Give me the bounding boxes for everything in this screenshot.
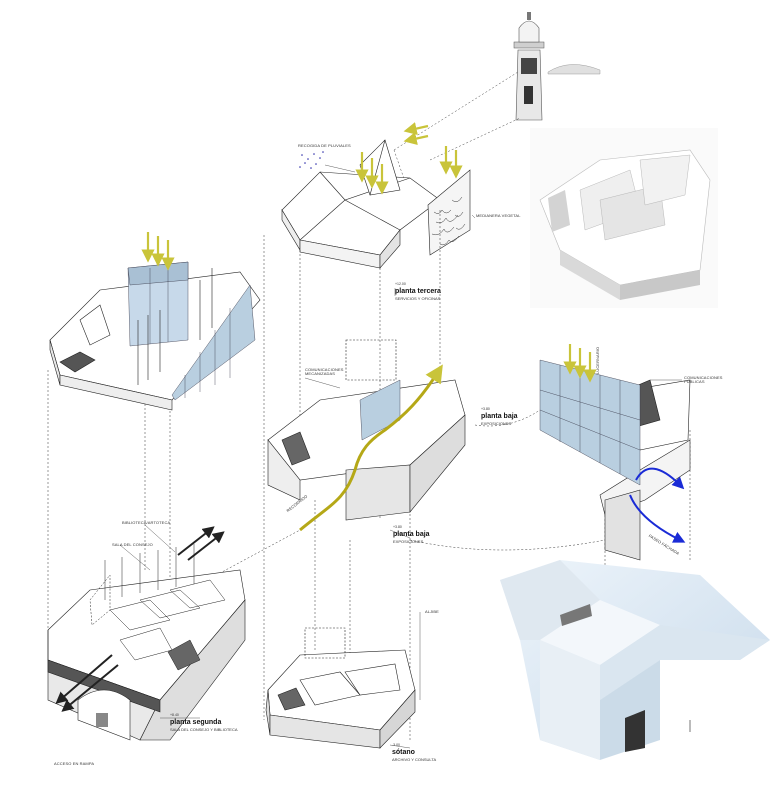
columns-segunda <box>104 544 195 600</box>
tercera-elevation: +12.00 <box>395 282 406 286</box>
render-bottom-right <box>500 560 770 760</box>
church-tower-image <box>513 12 601 121</box>
glass-facade-left <box>127 261 256 401</box>
sun-arrows-tercera <box>355 122 463 195</box>
sight-lines <box>393 71 521 197</box>
baja-right-subtitle: EXPOSICIONES <box>481 421 512 426</box>
label-lucernario: LUCERNARIO <box>595 346 600 374</box>
vegetal-wall-pattern <box>431 196 466 246</box>
segunda-title: planta segunda <box>170 719 222 726</box>
label-medianera-vegetal: MEDIANERA VEGETAL <box>476 213 521 218</box>
connection-arcs <box>409 409 606 551</box>
leader-lines <box>119 164 682 749</box>
baja-center-title: planta baja <box>393 531 430 538</box>
label-comunicaciones-mecanizadas: COMUNICACIONES MECANIZADAS <box>305 367 344 376</box>
level-tercera-drawing <box>281 139 471 269</box>
segunda-subtitle: SALA DEL CONSEJO Y BIBLIOTECA <box>170 727 238 732</box>
wind-arrows-blue <box>629 467 686 543</box>
sotano-subtitle: ARCHIVO Y CONSULTA <box>392 757 437 762</box>
label-biblioteca: BIBLIOTECA/ARTOTECA <box>122 520 171 525</box>
label-recogida-pluviales: RECOGIDA DE PLUVIALES <box>298 143 351 148</box>
rooms-segunda <box>89 574 226 671</box>
label-sala-consejo: SALA DEL CONSEJO <box>112 542 153 547</box>
sotano-elevation: -3.00 <box>392 743 400 747</box>
sun-arrows-right <box>563 344 597 383</box>
label-aljibe: ALJIBE <box>425 609 439 614</box>
columns-left <box>137 268 213 385</box>
label-comunicaciones-publicas: COMUNICACIONES PÚBLICAS <box>684 375 723 384</box>
baja-right-title: planta baja <box>481 413 518 420</box>
segunda-elevation: +8.40 <box>170 713 179 717</box>
tercera-subtitle: SERVICIOS Y OFICINAS <box>395 296 441 301</box>
baja-center-subtitle: EXPOSICIONES <box>393 539 424 544</box>
rain-collection-dots <box>299 151 324 169</box>
label-acceso-rampa: ACCESO EN RAMPA <box>54 761 95 766</box>
tercera-title: planta tercera <box>395 288 441 295</box>
level-sotano-drawing <box>265 627 416 749</box>
render-top-right <box>530 128 718 308</box>
sun-arrows-left <box>141 232 175 271</box>
route-path-yellow <box>299 364 443 532</box>
sotano-title: sótano <box>392 749 415 756</box>
light-arrows-black <box>55 526 225 712</box>
baja-center-elevation: +3.80 <box>393 525 402 529</box>
level-segunda-drawing <box>47 569 246 741</box>
baja-right-elevation: +3.80 <box>481 407 490 411</box>
glass-facade-right <box>539 359 641 486</box>
